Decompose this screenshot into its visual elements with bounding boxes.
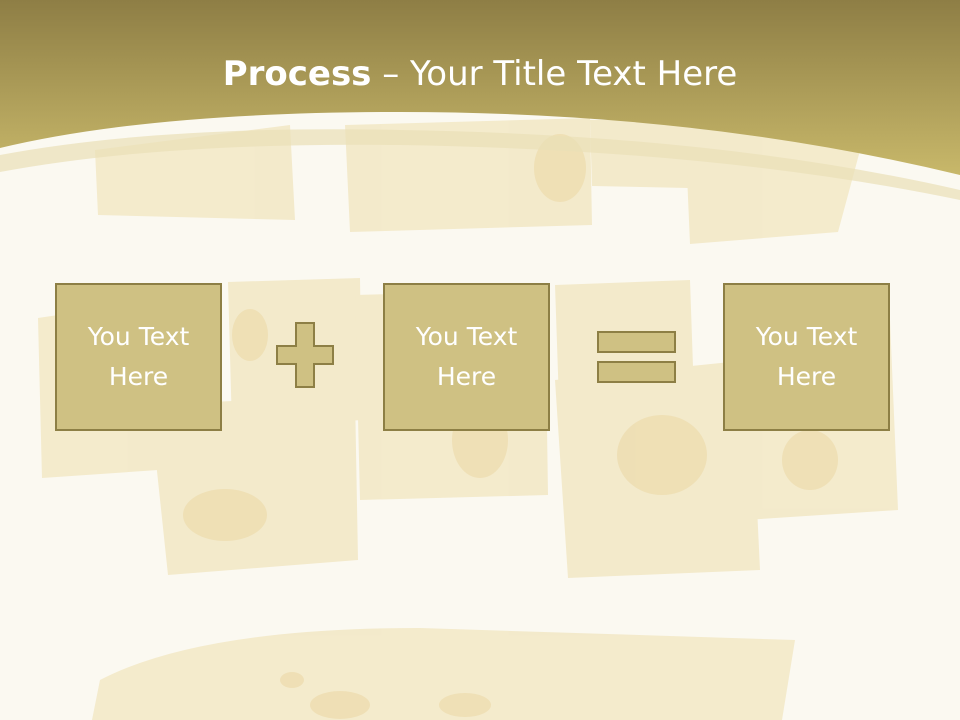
slide-title: Process – Your Title Text Here bbox=[0, 52, 960, 96]
process-step-1-text: You Text Here bbox=[87, 322, 190, 391]
header-band bbox=[0, 0, 960, 200]
process-step-3-text: You Text Here bbox=[755, 322, 858, 391]
process-step-3-box[interactable]: You Text Here bbox=[723, 283, 890, 431]
process-step-2-box[interactable]: You Text Here bbox=[383, 283, 550, 431]
title-emphasis: Process bbox=[222, 54, 372, 94]
process-step-1-box[interactable]: You Text Here bbox=[55, 283, 222, 431]
equals-icon bbox=[597, 331, 676, 383]
plus-icon bbox=[276, 322, 334, 388]
title-rest: – Your Title Text Here bbox=[371, 54, 738, 94]
process-step-2-text: You Text Here bbox=[415, 322, 518, 391]
